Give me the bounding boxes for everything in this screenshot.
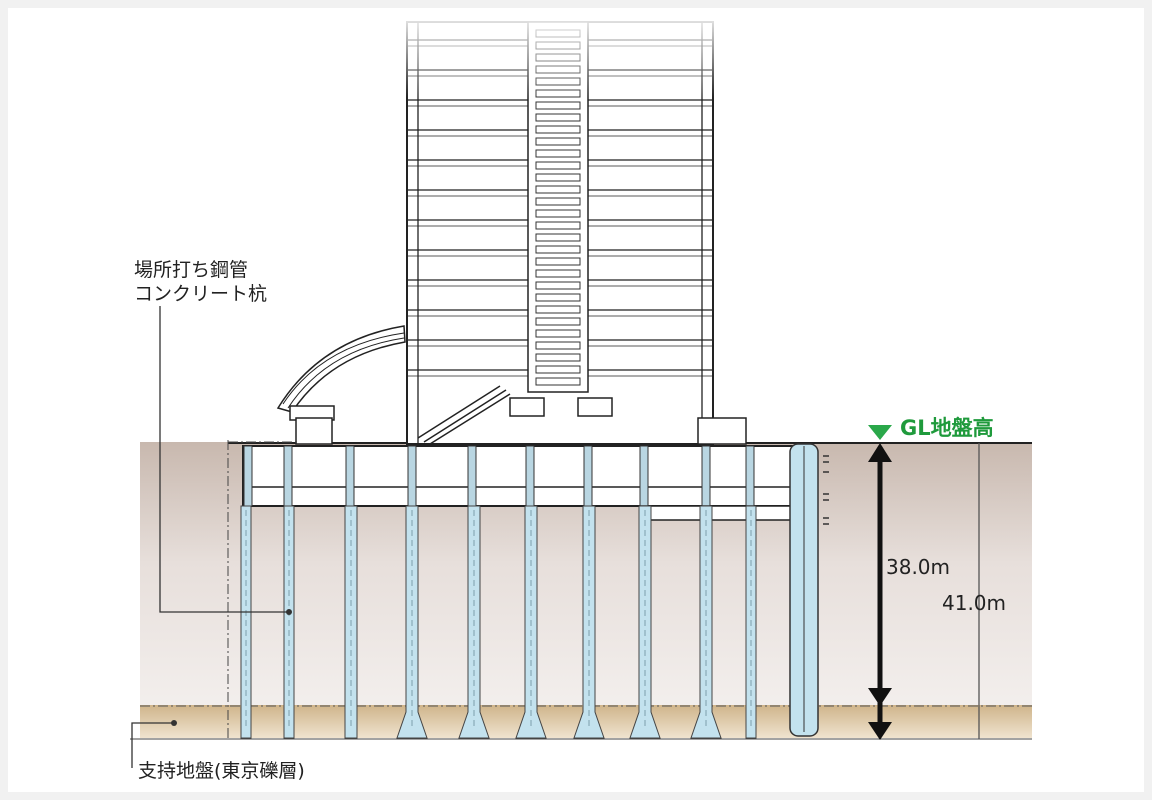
dimension-38m (868, 443, 892, 740)
bearing-leader-line (131, 722, 174, 768)
gl-marker-icon (868, 425, 892, 440)
pile-label-line2: コンクリート杭 (134, 283, 267, 305)
retaining-wall (789, 443, 829, 737)
tower (400, 8, 720, 445)
entrance-canopy (276, 325, 406, 445)
stair-ramp (417, 385, 511, 445)
depth-38m-label: 38.0m (886, 555, 950, 579)
pile-leader-line (159, 306, 289, 613)
pile-label-line1: 場所打ち鋼管 (134, 259, 248, 281)
foundation-diagram: 場所打ち鋼管 コンクリート杭 GL地盤高 38.0m 41.0m 支持地盤(東京… (130, 8, 1032, 782)
transfer-frames (509, 397, 613, 417)
bearing-stratum-label: 支持地盤(東京礫層) (138, 760, 305, 782)
diagram-canvas: 場所打ち鋼管 コンクリート杭 GL地盤高 38.0m 41.0m 支持地盤(東京… (8, 8, 1144, 792)
ground-level-label: GL地盤高 (900, 416, 994, 440)
annex-block (697, 417, 747, 445)
depth-41m-label: 41.0m (942, 591, 1006, 615)
pile-group (240, 505, 757, 739)
